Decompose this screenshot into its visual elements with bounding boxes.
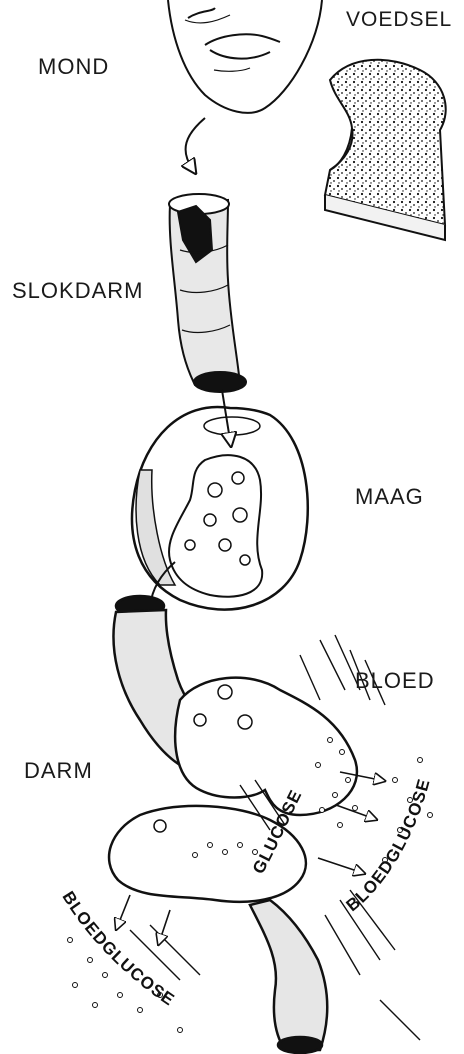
label-bloedglucose-left: BLOEDGLUCOSE [58,888,178,1010]
label-glucose: GLUCOSE [249,787,306,878]
label-bloedglucose-right: BLOEDGLUCOSE [343,776,434,915]
